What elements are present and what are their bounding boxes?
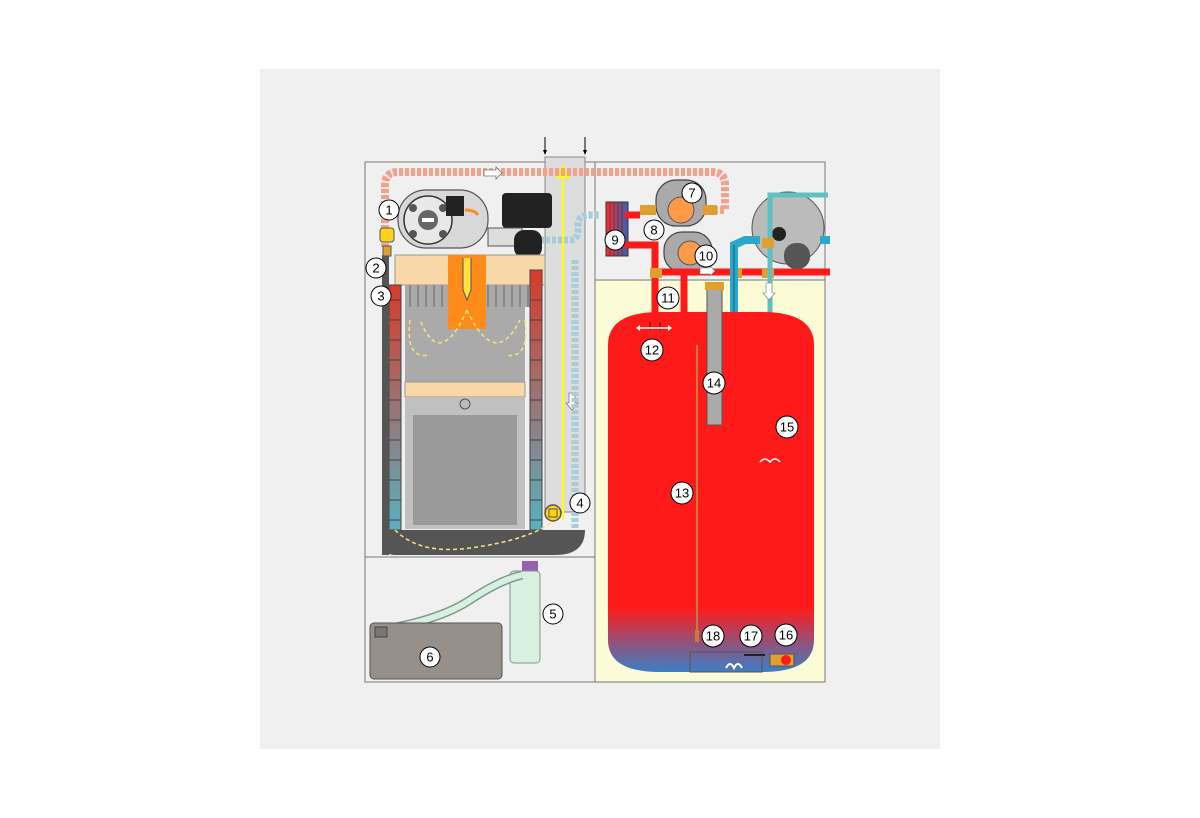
callout-label: 7 (688, 186, 695, 201)
callout-label: 10 (699, 249, 713, 264)
burner-wire (464, 208, 480, 216)
callout-4: 4 (569, 492, 591, 514)
callout-18: 18 (701, 624, 725, 648)
callout-label: 11 (661, 291, 675, 306)
pipe-fitting (650, 268, 662, 278)
burner-bolt (409, 204, 417, 212)
callout-label: 4 (576, 496, 583, 511)
callout-17: 17 (739, 624, 763, 648)
burner-hub-slot (422, 218, 434, 222)
burner-motor (514, 230, 542, 258)
burner-bolt (439, 230, 447, 238)
hot-loop-pipe (381, 168, 729, 247)
callout-1: 1 (378, 199, 400, 221)
callout-label: 13 (675, 486, 689, 501)
arrow-head (543, 150, 547, 155)
boiler-frame-left (382, 255, 389, 555)
air-vent (379, 227, 395, 243)
pipe-fitting (762, 238, 774, 248)
mid-divider (404, 381, 526, 398)
condensate-neutralizer (509, 570, 541, 664)
storage-tank (608, 312, 814, 672)
flow-arrow-down-small (762, 282, 776, 301)
pump-fitting (703, 205, 717, 215)
flame-path-dashed (408, 309, 527, 357)
callout-label: 18 (706, 629, 720, 644)
callout-label: 12 (645, 343, 659, 358)
callout-10: 10 (694, 244, 718, 268)
inspection-port (459, 398, 471, 410)
neutralizer-cap (522, 561, 538, 571)
callout-label: 17 (744, 629, 758, 644)
anode-cap (705, 282, 724, 290)
burner-bolt (439, 204, 447, 212)
flow-arrow-right (483, 166, 503, 180)
drain-handle (781, 655, 791, 665)
vessel-valve (784, 243, 810, 269)
callout-label: 6 (426, 650, 433, 665)
drain-valve (382, 245, 392, 257)
burner-bolt (409, 230, 417, 238)
callout-16: 16 (774, 623, 798, 647)
pump-upper-rotor (667, 196, 695, 224)
condensate-trap (544, 504, 562, 522)
hot-draw-diffuser (759, 458, 781, 464)
callout-label: 2 (372, 261, 379, 276)
cold-return-pipe (540, 211, 600, 540)
sensor-bulb (695, 630, 699, 642)
callout-label: 5 (549, 607, 556, 622)
callout-13: 13 (670, 481, 694, 505)
callout-2: 2 (365, 257, 387, 279)
flow-arrow-right-small (699, 265, 716, 277)
water-jacket-left (388, 284, 402, 531)
callout-label: 16 (779, 628, 793, 643)
callout-label: 8 (650, 223, 657, 238)
hot-supply-pipe (625, 211, 659, 322)
callout-label: 1 (385, 203, 392, 218)
callout-label: 3 (377, 289, 384, 304)
callout-14: 14 (702, 371, 726, 395)
callout-8: 8 (643, 219, 665, 241)
pump-fitting (640, 205, 656, 215)
condensate-flow-dashed (394, 519, 556, 551)
callout-5: 5 (542, 603, 564, 625)
burner-fan-housing (502, 193, 552, 228)
callout-9: 9 (604, 229, 626, 251)
cold-stub (820, 236, 830, 244)
arrow-head (583, 150, 587, 155)
trap-center (548, 508, 558, 518)
callout-15: 15 (775, 415, 799, 439)
callout-label: 9 (611, 233, 618, 248)
callout-3: 3 (370, 285, 392, 307)
vessel-connector (772, 227, 786, 241)
callout-6: 6 (419, 646, 441, 668)
cold-diffuser (725, 663, 743, 671)
callout-12: 12 (640, 338, 664, 362)
callout-11: 11 (656, 286, 680, 310)
fuel-tank-cap (374, 626, 388, 638)
callout-7: 7 (681, 182, 703, 204)
callout-label: 15 (780, 420, 794, 435)
arrow-head (636, 325, 640, 331)
nozzle (462, 258, 472, 302)
callout-label: 14 (707, 376, 721, 391)
arrow-head (668, 325, 672, 331)
ash-pan (413, 415, 517, 525)
diffuser-box (689, 651, 763, 673)
anode-rod (706, 286, 723, 426)
jacket-rings (389, 299, 542, 521)
burner-solenoid (446, 196, 464, 216)
